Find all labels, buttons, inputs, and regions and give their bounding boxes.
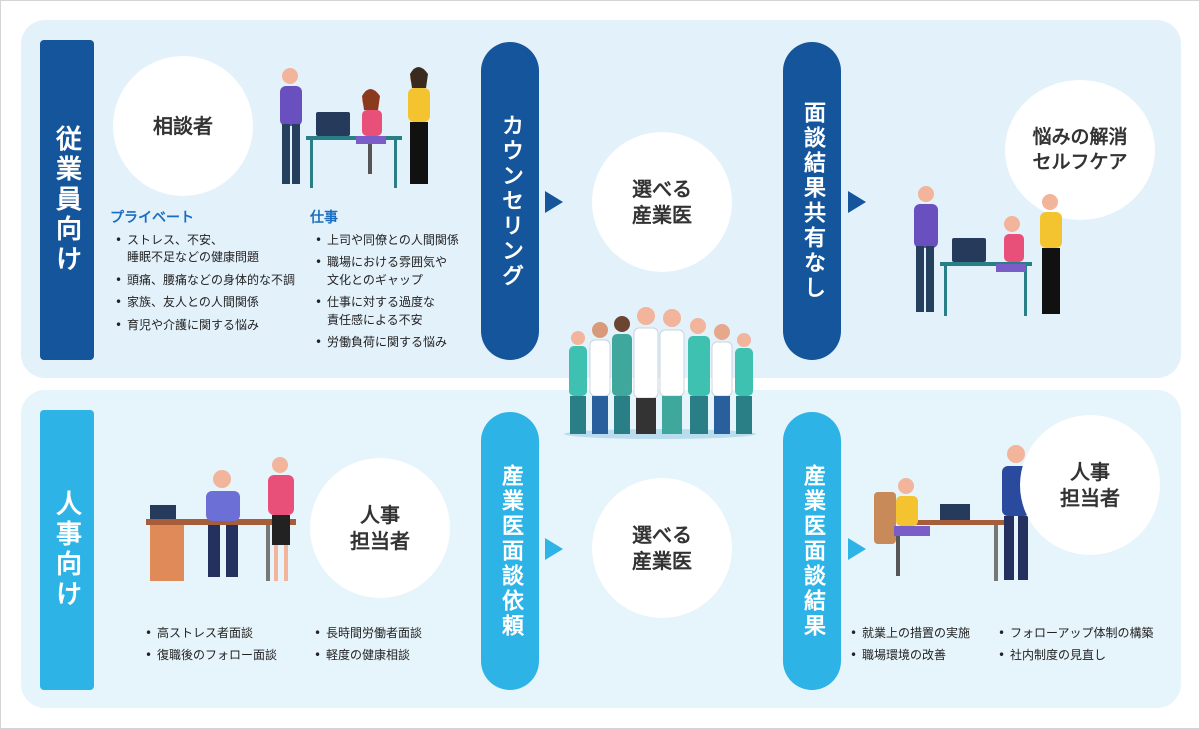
resolve-circle-text: 悩みの解消 セルフケア [1032, 126, 1128, 173]
list-item: 高ストレス者面談 [143, 625, 313, 643]
work-title: 仕事 [310, 210, 338, 226]
arrow-right-icon [545, 191, 563, 213]
arrow-right-icon [848, 191, 866, 213]
hr-circle-right-text: 人事 担当者 [1060, 460, 1120, 510]
arrow-right-icon [545, 538, 563, 560]
resolve-circle: 悩みの解消 セルフケア [1005, 80, 1155, 220]
list-item: 職場環境の改善 [848, 647, 998, 665]
doctor-circle-bottom-text: 選べる 産業医 [632, 523, 692, 573]
list-item: ストレス、不安、 睡眠不足などの健康問題 [113, 232, 313, 267]
doctor-circle-bottom: 選べる 産業医 [592, 478, 732, 618]
list-item: 労働負荷に関する悩み [313, 334, 483, 352]
result-share-pill: 面談結果共有なし [783, 42, 841, 360]
list-item: 軽度の健康相談 [312, 647, 482, 665]
work-list: 上司や同僚との人間関係 職場における雰囲気や 文化とのギャップ 仕事に対する過度… [313, 232, 483, 356]
office-meeting-illustration [146, 457, 296, 581]
consultant-circle-text: 相談者 [153, 114, 213, 138]
doctor-circle-top: 選べる 産業医 [592, 132, 732, 272]
list-item: 就業上の措置の実施 [848, 625, 998, 643]
hr-circle-right: 人事 担当者 [1020, 415, 1160, 555]
list-item: 家族、友人との人間関係 [113, 294, 313, 312]
list-item: 育児や介護に関する悩み [113, 317, 313, 335]
arrow-right-icon [848, 538, 866, 560]
doctors-group-illustration [564, 307, 756, 439]
private-title: プライベート [110, 210, 194, 226]
hr-request-list-right: 長時間労働者面談 軽度の健康相談 [312, 625, 482, 670]
hr-circle-left-text: 人事 担当者 [350, 503, 410, 553]
list-item: 職場における雰囲気や 文化とのギャップ [313, 254, 483, 289]
relieved-people-illustration [914, 186, 1062, 316]
counseling-pill: カウンセリング [481, 42, 539, 360]
list-item: フォローアップ体制の構築 [996, 625, 1176, 643]
hr-circle-left: 人事 担当者 [310, 458, 450, 598]
hr-side-label: 人事向け [40, 410, 94, 690]
request-pill: 産業医面談依頼 [481, 412, 539, 690]
private-list: ストレス、不安、 睡眠不足などの健康問題 頭痛、腰痛などの身体的な不調 家族、友… [113, 232, 313, 339]
hr-result-list-right: フォローアップ体制の構築 社内制度の見直し [996, 625, 1176, 670]
list-item: 上司や同僚との人間関係 [313, 232, 483, 250]
result-pill: 産業医面談結果 [783, 412, 841, 690]
list-item: 仕事に対する過度な 責任感による不安 [313, 294, 483, 329]
doctor-circle-top-text: 選べる 産業医 [632, 177, 692, 227]
list-item: 頭痛、腰痛などの身体的な不調 [113, 272, 313, 290]
list-item: 復職後のフォロー面談 [143, 647, 313, 665]
hr-result-list-left: 就業上の措置の実施 職場環境の改善 [848, 625, 998, 670]
office-desk-illustration [874, 445, 1030, 581]
list-item: 長時間労働者面談 [312, 625, 482, 643]
hr-request-list-left: 高ストレス者面談 復職後のフォロー面談 [143, 625, 313, 670]
person-consulting-illustration [280, 67, 430, 188]
list-item: 社内制度の見直し [996, 647, 1176, 665]
employee-side-label: 従業員向け [40, 40, 94, 360]
consultant-circle: 相談者 [113, 56, 253, 196]
